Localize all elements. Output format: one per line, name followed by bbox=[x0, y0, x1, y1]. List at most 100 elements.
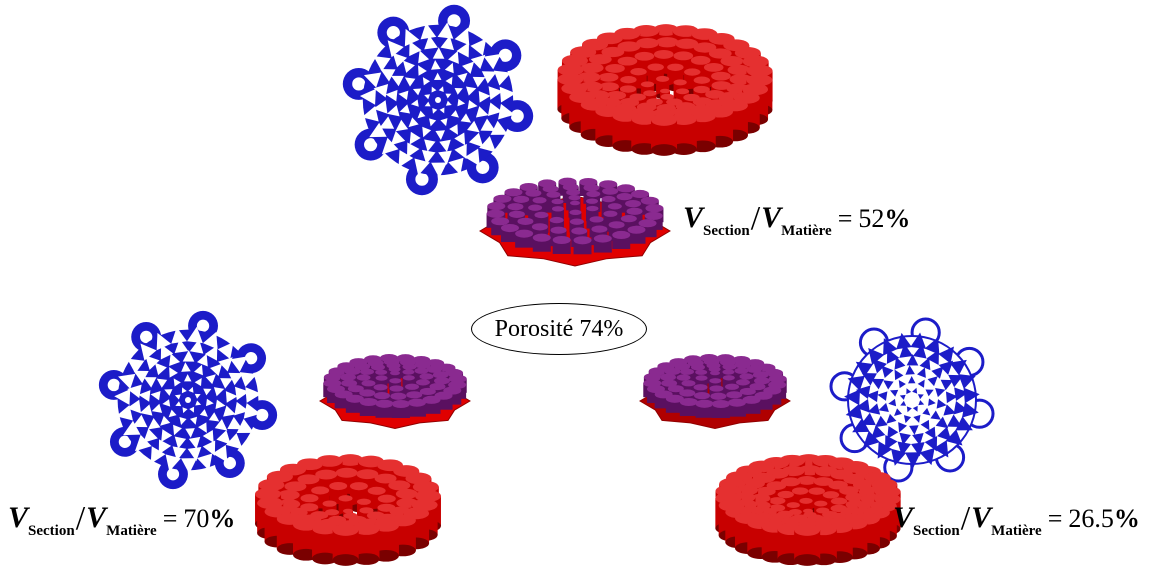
section-cell bbox=[194, 377, 202, 387]
cylinder-base bbox=[332, 554, 359, 566]
section-cell bbox=[431, 162, 447, 179]
section-lobe-hole bbox=[973, 408, 986, 420]
section-cell bbox=[916, 367, 926, 378]
section-cell bbox=[245, 387, 262, 403]
section-cell bbox=[385, 89, 398, 102]
section-cell bbox=[937, 426, 952, 442]
assembly-post-top bbox=[664, 367, 681, 376]
cylinder-top bbox=[359, 507, 374, 514]
section-cell bbox=[143, 377, 157, 388]
section-cell bbox=[472, 76, 486, 88]
section-cell bbox=[877, 441, 893, 459]
section-cell bbox=[202, 331, 218, 350]
cylinder-top bbox=[675, 38, 699, 49]
section-cell bbox=[182, 407, 188, 414]
section-cell bbox=[381, 137, 399, 155]
assembly-post-top bbox=[414, 367, 429, 374]
section-cell bbox=[883, 338, 898, 356]
section-cell bbox=[114, 389, 131, 405]
section-cell bbox=[899, 432, 911, 446]
section-cell bbox=[395, 119, 409, 132]
section-cell bbox=[173, 378, 181, 387]
section-cell bbox=[140, 343, 157, 361]
section-cell bbox=[414, 158, 430, 176]
assembly-post-top bbox=[402, 369, 415, 375]
section-cell bbox=[448, 157, 464, 175]
section-cell bbox=[464, 148, 480, 167]
cross-section-left bbox=[98, 310, 278, 490]
assembly-post-top bbox=[551, 206, 564, 212]
section-cell bbox=[223, 405, 236, 417]
assembly-post-top bbox=[644, 211, 663, 220]
section-cell bbox=[493, 70, 512, 86]
section-cell bbox=[437, 22, 454, 39]
section-cell bbox=[894, 369, 904, 381]
section-cell bbox=[182, 350, 195, 362]
section-cell bbox=[498, 103, 515, 120]
assembly-post-top bbox=[546, 191, 561, 198]
section-cell bbox=[470, 54, 486, 70]
assembly-post-top bbox=[734, 361, 751, 369]
assembly-post-top bbox=[528, 204, 543, 211]
assembly-post-top bbox=[405, 383, 420, 390]
section-cell bbox=[462, 61, 475, 74]
cylinder-top bbox=[338, 495, 353, 502]
section-cell bbox=[872, 358, 887, 374]
section-cell bbox=[435, 130, 445, 140]
section-cell bbox=[398, 150, 414, 168]
cylinder-top bbox=[675, 88, 690, 95]
section-cell bbox=[938, 346, 954, 364]
assembly-post-top bbox=[549, 216, 564, 224]
assembly-post-top bbox=[531, 223, 548, 231]
section-cell bbox=[404, 28, 420, 47]
assembly-post-top bbox=[375, 399, 394, 408]
section-cell bbox=[917, 394, 924, 400]
section-cell bbox=[465, 86, 477, 96]
porosity-label: Porosité 74% bbox=[471, 303, 647, 355]
assembly-post-top bbox=[375, 375, 388, 381]
section-cell bbox=[844, 389, 861, 406]
assembly-post-top bbox=[667, 385, 684, 393]
section-lobe-hole bbox=[244, 352, 258, 365]
cylinder-top bbox=[316, 455, 343, 467]
section-lobe-hole bbox=[140, 330, 153, 344]
section-cell bbox=[126, 399, 142, 414]
section-cell bbox=[198, 422, 207, 433]
assembly-post-top bbox=[562, 183, 579, 191]
section-cell bbox=[179, 416, 187, 425]
assembly-post-top bbox=[726, 391, 743, 399]
section-cell bbox=[196, 353, 208, 367]
section-cell bbox=[905, 365, 915, 375]
section-cell bbox=[887, 425, 899, 439]
cylinder-top bbox=[372, 519, 399, 532]
section-cell bbox=[448, 51, 459, 64]
section-cell bbox=[888, 398, 897, 407]
section-cell bbox=[134, 434, 152, 452]
section-cell bbox=[432, 107, 438, 114]
cylinder-top bbox=[693, 76, 711, 84]
section-cell bbox=[236, 418, 255, 433]
assembly-post-top bbox=[532, 197, 547, 204]
section-lobe-hole bbox=[107, 378, 120, 392]
section-cell bbox=[225, 433, 243, 450]
section-cell bbox=[116, 405, 133, 421]
section-cell bbox=[243, 403, 261, 419]
subscript-matiere: Matière bbox=[781, 223, 832, 239]
section-cell bbox=[924, 337, 940, 355]
v-symbol: V bbox=[8, 501, 29, 534]
section-cell bbox=[898, 422, 908, 433]
section-cell bbox=[431, 86, 437, 93]
section-cell bbox=[361, 106, 379, 122]
section-cell bbox=[467, 99, 478, 110]
assembly-post-top bbox=[415, 379, 430, 386]
cylinder-top bbox=[284, 481, 307, 492]
assembly-post-top bbox=[739, 387, 756, 396]
section-cell bbox=[181, 458, 197, 474]
section-cell bbox=[439, 107, 445, 114]
cylinder-top bbox=[673, 51, 694, 61]
section-cell bbox=[954, 387, 969, 401]
percent-sign: % bbox=[1113, 504, 1140, 533]
section-cell bbox=[478, 90, 491, 103]
